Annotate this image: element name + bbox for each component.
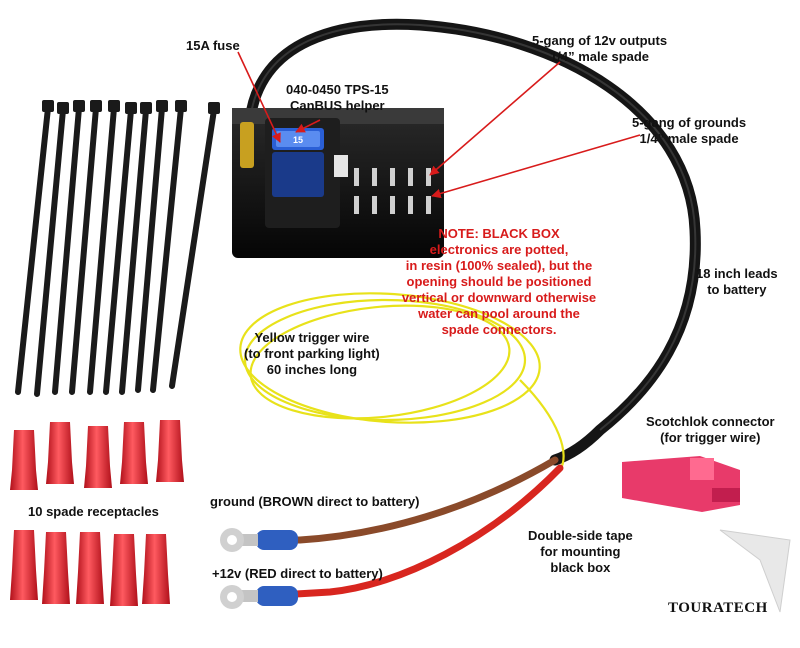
- potting-note: NOTE: BLACK BOX electronics are potted, …: [368, 226, 630, 338]
- tape-label-line1: Double-side tape: [528, 528, 633, 543]
- fuse-value: 15: [293, 135, 303, 145]
- ground-label: ground (BROWN direct to battery): [210, 494, 420, 509]
- note-line: in resin (100% sealed), but the: [405, 258, 593, 273]
- positive-ring-terminal: [220, 585, 298, 609]
- helper-label: 040-0450 TPS-15 CanBUS helper: [286, 82, 389, 114]
- double-side-tape: [719, 529, 791, 613]
- note-line: water can pool around the: [418, 306, 580, 321]
- outputs-label: 5-gang of 12v outputs 1/4” male spade: [532, 33, 667, 65]
- trigger-wire-label: Yellow trigger wire (to front parking li…: [244, 330, 380, 378]
- leads-label-line1: 18 inch leads: [696, 266, 778, 281]
- note-line: opening should be positioned: [406, 274, 592, 289]
- fuse: 15: [272, 128, 324, 197]
- callout-arrows: [237, 51, 641, 199]
- trigger-label-line2: (to front parking light): [244, 346, 380, 361]
- outputs-label-line2: 1/4” male spade: [550, 49, 650, 64]
- tape-label-line2: for mounting: [540, 544, 621, 559]
- tape-label-line3: black box: [550, 560, 611, 575]
- trigger-label-line1: Yellow trigger wire: [254, 330, 370, 345]
- grounds-label-line1: 5-gang of grounds: [632, 115, 747, 130]
- grounds-label-line2: 1/4” male spade: [639, 131, 739, 146]
- spade-terminals: [354, 168, 431, 214]
- positive-label: +12v (RED direct to battery): [212, 566, 383, 581]
- note-line: vertical or downward otherwise: [401, 290, 597, 305]
- fuse-label: 15A fuse: [186, 38, 240, 53]
- leads-label-line2: to battery: [707, 282, 767, 297]
- note-line: electronics are potted,: [429, 242, 569, 257]
- trigger-label-line3: 60 inches long: [266, 362, 358, 377]
- leads-label: 18 inch leads to battery: [696, 266, 778, 298]
- brown-wire: [258, 456, 559, 544]
- yellow-trigger-wire: [239, 292, 565, 471]
- helper-label-line2: CanBUS helper: [289, 98, 385, 113]
- tape-label: Double-side tape for mounting black box: [528, 528, 633, 576]
- grounds-label: 5-gang of grounds 1/4” male spade: [632, 115, 746, 147]
- outputs-label-line1: 5-gang of 12v outputs: [532, 33, 668, 48]
- scotchlok-connector: [622, 456, 740, 512]
- note-line: spade connectors.: [441, 322, 557, 337]
- spade-receptacles-top: [10, 420, 184, 490]
- scotchlok-label-line2: (for trigger wire): [660, 430, 761, 445]
- spade-receptacles-label: 10 spade receptacles: [28, 504, 159, 519]
- red-wire: [258, 464, 564, 600]
- black-box-module: 15: [232, 108, 444, 258]
- scotchlok-label-line1: Scotchlok connector: [646, 414, 775, 429]
- scotchlok-label: Scotchlok connector (for trigger wire): [646, 414, 775, 446]
- note-line: NOTE: BLACK BOX: [438, 226, 560, 241]
- cable-ties: [15, 105, 217, 397]
- helper-label-line1: 040-0450 TPS-15: [286, 82, 389, 97]
- touratech-logo: TOURATECH: [668, 600, 768, 616]
- spade-receptacles-bottom: [10, 530, 170, 606]
- ground-ring-terminal: [220, 528, 298, 552]
